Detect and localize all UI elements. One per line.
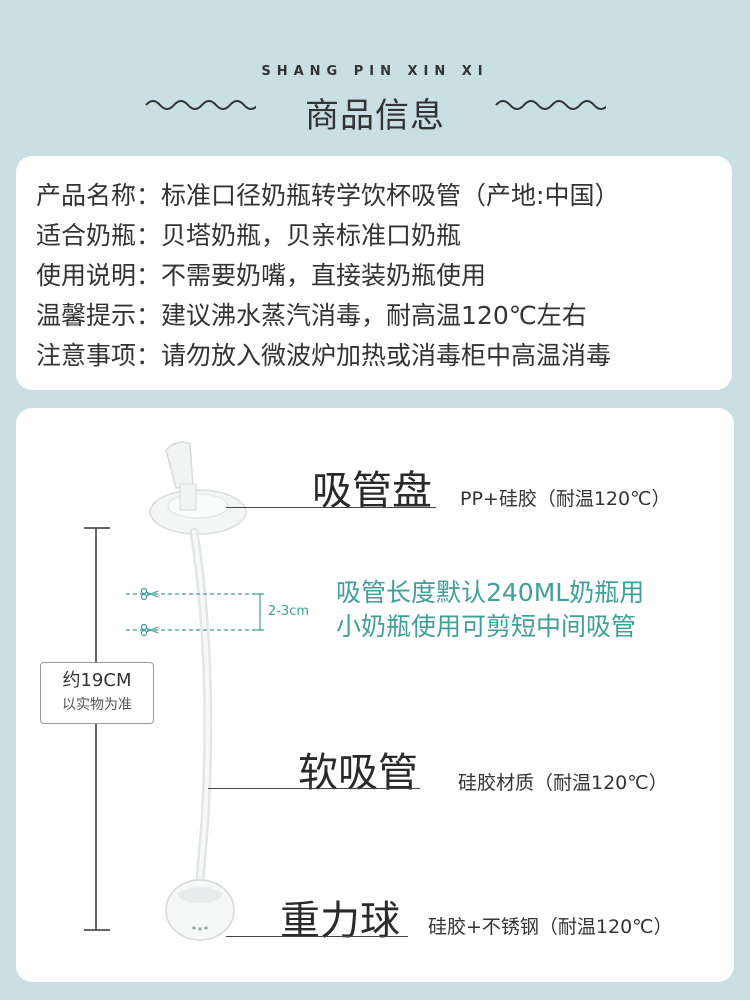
length-sub: 以实物为准 [62,697,132,713]
section-title: 商品信息 [305,96,445,136]
part-spec-weight-ball: 硅胶+不锈钢（耐温120℃） [428,916,673,938]
info-label: 适合奶瓶： [36,221,162,250]
left-wave-decoration [145,100,256,110]
length-main: 约19CM [62,670,132,691]
part-name-weight-ball: 重力球 [280,898,400,944]
right-wave-decoration [495,100,606,110]
part-spec-soft-straw: 硅胶材质（耐温120℃） [458,772,668,794]
part-spec-straw-disc: PP+硅胶（耐温120℃） [460,488,671,510]
underline [226,507,436,508]
info-label: 使用说明： [36,261,162,290]
info-row-product-name: 产品名称：标准口径奶瓶转学饮杯吸管（产地:中国） [36,176,619,212]
product-info-card: 产品名称：标准口径奶瓶转学饮杯吸管（产地:中国） 适合奶瓶：贝塔奶瓶，贝亲标准口… [16,156,732,390]
cut-range-label: 2-3cm [268,604,310,619]
part-name-straw-disc: 吸管盘 [312,468,432,514]
info-row-compatible-bottles: 适合奶瓶：贝塔奶瓶，贝亲标准口奶瓶 [36,216,461,252]
info-label: 产品名称： [36,181,162,210]
cut-note-line-2: 小奶瓶使用可剪短中间吸管 [336,612,637,641]
section-subtitle-pinyin: SHANG PIN XIN XI [261,64,489,79]
info-value: 贝塔奶瓶，贝亲标准口奶瓶 [161,221,462,250]
length-label-box: 约19CM 以实物为准 [40,662,154,724]
underline [226,936,408,937]
part-name-soft-straw: 软吸管 [298,750,418,796]
info-value: 建议沸水蒸汽消毒，耐高温120℃左右 [161,301,587,330]
info-row-tips: 温馨提示：建议沸水蒸汽消毒，耐高温120℃左右 [36,296,587,332]
underline [208,788,420,789]
cut-note-line-1: 吸管长度默认240ML奶瓶用 [336,578,645,607]
scissors-icon [140,623,159,637]
info-value: 标准口径奶瓶转学饮杯吸管（产地:中国） [161,181,620,210]
info-value: 不需要奶嘴，直接装奶瓶使用 [161,261,487,290]
scissors-icon [140,587,159,601]
info-label: 温馨提示： [36,301,162,330]
info-label: 注意事项： [36,341,162,370]
info-value: 请勿放入微波炉加热或消毒柜中高温消毒 [161,341,612,370]
info-row-usage: 使用说明：不需要奶嘴，直接装奶瓶使用 [36,256,486,292]
info-row-notes: 注意事项：请勿放入微波炉加热或消毒柜中高温消毒 [36,336,611,372]
